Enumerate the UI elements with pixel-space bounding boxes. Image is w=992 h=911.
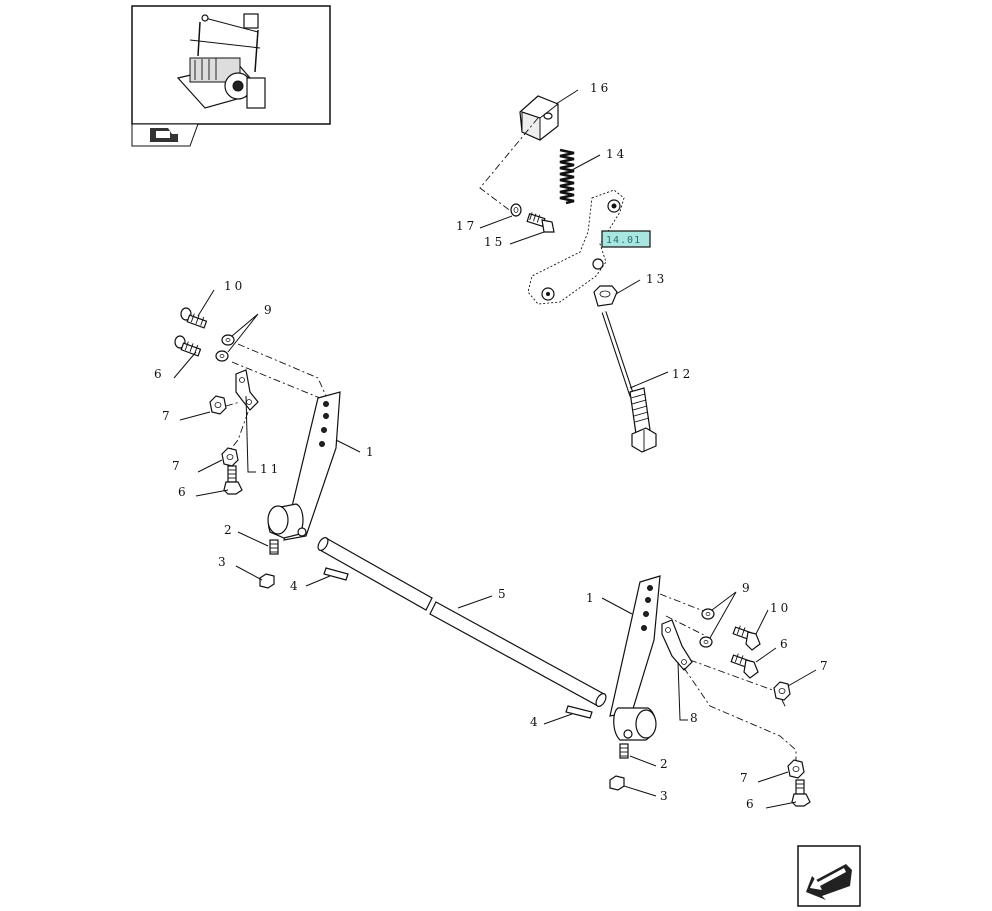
callout-4-right: 4	[530, 715, 541, 729]
callout-5: 5	[498, 587, 509, 601]
part-1-arm-right	[609, 575, 661, 741]
callout-7-left-bottom: 7	[172, 459, 183, 473]
part-13-nut	[593, 285, 618, 307]
callout-7-left-top: 7	[162, 409, 173, 423]
part-17-washer	[510, 203, 522, 217]
reference-tag-14-01[interactable]: 14.01	[601, 230, 651, 248]
callout-11: 11	[260, 462, 281, 476]
part-3-nut-right	[609, 775, 625, 791]
part-6-bolt-left-top	[174, 335, 202, 357]
part-11-bracket	[235, 369, 259, 411]
part-6-bolt-right-bottom	[791, 779, 811, 807]
callout-9-left: 9	[264, 303, 275, 317]
part-6-bolt-left-bottom	[223, 465, 243, 495]
thumbnail-nav-icon	[150, 128, 178, 142]
callout-15: 15	[484, 235, 505, 249]
callout-6-left-bottom: 6	[178, 485, 189, 499]
callout-7-right-bottom: 7	[740, 771, 751, 785]
callout-10-right: 10	[770, 601, 791, 615]
part-7-nut-right-bottom	[787, 759, 805, 779]
callout-14: 14	[606, 147, 627, 161]
callout-1-right: 1	[586, 591, 597, 605]
part-8-bracket	[661, 619, 693, 671]
callout-2-left: 2	[224, 523, 235, 537]
part-4-key-right	[565, 705, 593, 719]
part-7-nut-left-top	[209, 395, 227, 415]
previous-page-button[interactable]	[797, 845, 861, 907]
callout-6-right-top: 6	[780, 637, 791, 651]
callout-1-left: 1	[366, 445, 377, 459]
part-4-key-left	[323, 567, 349, 581]
part-9-washers-right	[699, 608, 715, 648]
previous-page-arrow-icon	[806, 864, 852, 900]
callout-4-left: 4	[290, 579, 301, 593]
callout-8: 8	[690, 711, 701, 725]
callout-3-right: 3	[660, 789, 671, 803]
reference-tag-label: 14.01	[606, 235, 641, 246]
part-2-setscrew-right	[619, 743, 629, 759]
callout-7-right-top: 7	[820, 659, 831, 673]
assembly-overview-image	[176, 13, 266, 109]
assembly-thumbnail[interactable]	[131, 5, 331, 147]
part-2-setscrew-left	[269, 539, 279, 555]
callout-2-right: 2	[660, 757, 671, 771]
part-12-rod	[601, 311, 657, 453]
part-7-nut-left-bottom	[221, 447, 239, 467]
part-10-bolt-right	[732, 625, 761, 651]
callout-13: 13	[646, 272, 667, 286]
part-5-shaft	[317, 537, 607, 707]
callout-6-left-top: 6	[154, 367, 165, 381]
callout-9-right: 9	[742, 581, 753, 595]
callout-16: 16	[590, 81, 611, 95]
part-10-bolt-left	[180, 307, 208, 329]
part-9-washers-left	[215, 334, 235, 362]
part-3-nut-left	[259, 573, 275, 589]
callout-12: 12	[672, 367, 693, 381]
callout-3-left: 3	[218, 555, 229, 569]
part-15-bolt	[526, 212, 555, 233]
part-7-nut-right-top	[773, 681, 791, 701]
part-6-bolt-right-top	[730, 653, 759, 679]
callout-17: 17	[456, 219, 477, 233]
part-14-spring	[559, 148, 575, 205]
callout-10-left: 10	[224, 279, 245, 293]
part-1-arm-left	[267, 391, 341, 541]
part-lever-arm-assembly	[527, 189, 625, 305]
callout-6-right-bottom: 6	[746, 797, 757, 811]
